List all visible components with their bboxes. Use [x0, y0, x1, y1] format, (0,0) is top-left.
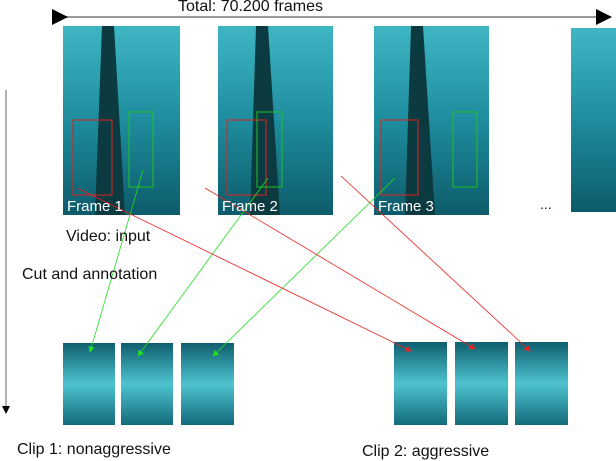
- process-label: Cut and annotation: [22, 266, 158, 283]
- frame-1-image: [63, 26, 180, 215]
- total-label: Total: 70.200 frames: [178, 0, 323, 15]
- nonaggressive-arrows: [88, 169, 396, 357]
- frame-2-image: [218, 26, 333, 215]
- frame-3-label: Frame 3: [378, 198, 434, 215]
- ellipsis: ...: [540, 196, 552, 212]
- frame-3-image: [374, 26, 489, 215]
- frame-1-label: Frame 1: [67, 198, 123, 215]
- clip-2-images: [394, 342, 568, 425]
- aggressive-arrows: [76, 175, 531, 352]
- frame-n-image: [571, 28, 616, 212]
- video-label: Video: input: [66, 228, 151, 245]
- clip-2-label: Clip 2: aggressive: [362, 443, 490, 460]
- clip-1-images: [63, 343, 234, 425]
- frame-2-label: Frame 2: [222, 198, 278, 215]
- clip-1-label: Clip 1: nonaggressive: [17, 441, 171, 458]
